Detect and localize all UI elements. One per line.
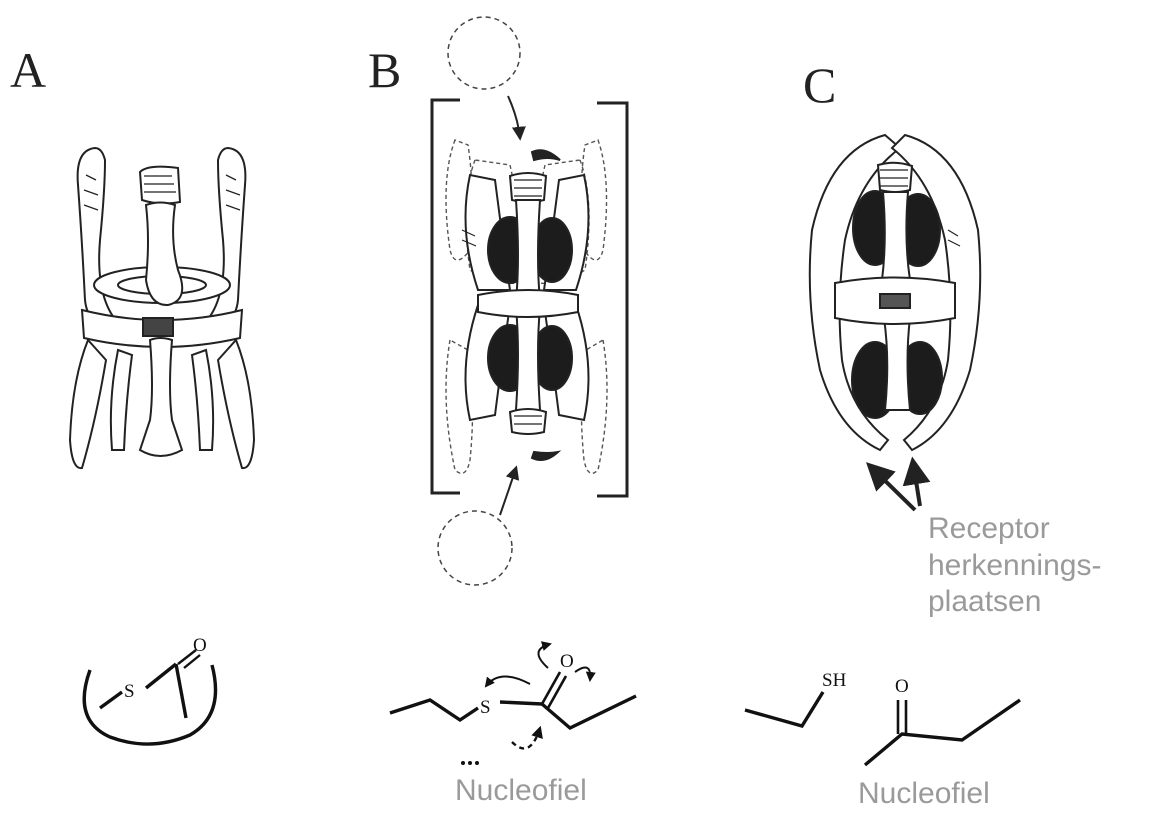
chem-b-sulfur: S — [480, 697, 491, 718]
electron-dot — [475, 761, 479, 765]
thioester-b — [390, 644, 636, 748]
receptor-label-line: herkennings- — [928, 548, 1101, 585]
receptor-label: Receptor herkennings- plaatsen — [928, 511, 1101, 621]
receptor-label-line: Receptor — [928, 511, 1101, 548]
receptor-arrows — [870, 462, 920, 510]
nucleophile-label-b: Nucleofiel — [455, 773, 587, 810]
chem-a-sulfur: S — [124, 681, 135, 702]
thioester-ring-a — [84, 650, 215, 744]
cleaved-products-c — [745, 692, 1020, 765]
molecule-b — [432, 17, 627, 585]
nucleophile-label-c: Nucleofiel — [858, 776, 990, 813]
molecule-c — [810, 135, 980, 450]
receptor-label-line: plaatsen — [928, 584, 1101, 621]
electron-dot — [468, 761, 472, 765]
chem-a-oxygen: O — [193, 635, 207, 656]
molecule-a — [70, 148, 254, 468]
electron-dot — [461, 761, 465, 765]
chem-c-thiol: SH — [822, 670, 847, 691]
chem-c-oxygen: O — [895, 676, 909, 697]
chem-b-oxygen: O — [560, 651, 574, 672]
